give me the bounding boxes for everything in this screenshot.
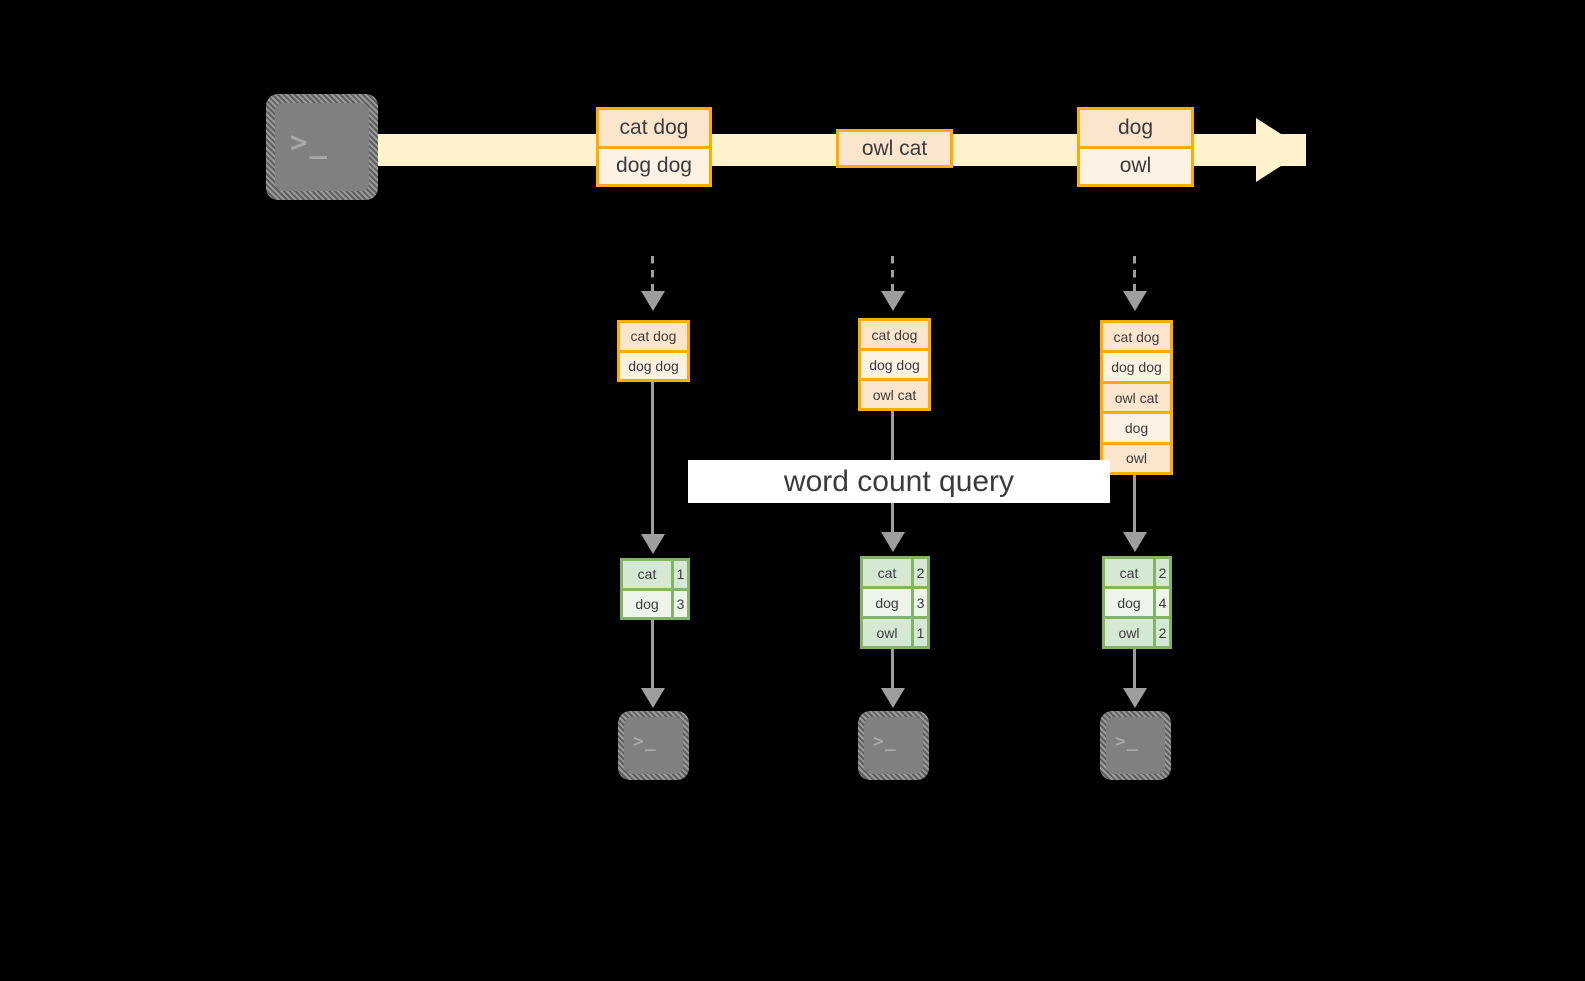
result-word: dog (863, 589, 911, 616)
terminal-screen (1106, 717, 1165, 774)
result-word: cat (1105, 559, 1153, 586)
trigger-1-input-stack[interactable]: cat dog dog dog (617, 320, 690, 382)
stream-event-line: cat dog (599, 110, 709, 146)
result-word: dog (623, 590, 671, 617)
result-row: owl 2 (1105, 616, 1169, 646)
trigger-3-dashed-connector (1133, 256, 1136, 294)
result-word: cat (623, 561, 671, 588)
trigger-2-dashed-arrowhead (881, 291, 905, 311)
trigger-1-sink-arrowhead (641, 688, 665, 708)
result-word: dog (1105, 589, 1153, 616)
result-count: 1 (671, 561, 687, 588)
trigger-3-result-table[interactable]: cat 2 dog 4 owl 2 (1102, 556, 1172, 649)
terminal-prompt-glyph: >_ (633, 731, 657, 752)
terminal-screen (624, 717, 683, 774)
input-line: cat dog (620, 323, 687, 350)
stream-event-group-1[interactable]: cat dog dog dog (596, 107, 712, 187)
stream-event-line: dog (1080, 110, 1191, 146)
result-word: cat (863, 559, 911, 586)
input-line: owl cat (861, 378, 928, 408)
trigger-1-query-arrowhead (641, 534, 665, 554)
trigger-3-query-connector (1133, 475, 1136, 536)
trigger-1-sink-connector (651, 620, 654, 692)
trigger-2-input-stack[interactable]: cat dog dog dog owl cat (858, 318, 931, 411)
result-count: 3 (911, 589, 927, 616)
input-line: dog (1103, 411, 1170, 442)
stream-event-group-2[interactable]: owl cat (836, 129, 953, 168)
source-terminal-icon[interactable]: >_ (266, 94, 378, 200)
trigger-2-dashed-connector (891, 256, 894, 294)
result-row: cat 2 (1105, 559, 1169, 586)
input-line: owl (1103, 441, 1170, 473)
trigger-2-query-arrowhead (881, 532, 905, 552)
trigger-3-sink-terminal-icon[interactable]: >_ (1100, 711, 1171, 780)
result-count: 2 (1153, 619, 1169, 646)
result-row: dog 3 (863, 586, 927, 616)
trigger-1-sink-terminal-icon[interactable]: >_ (618, 711, 689, 780)
trigger-3-input-stack[interactable]: cat dog dog dog owl cat dog owl (1100, 320, 1173, 475)
result-row: dog 3 (623, 587, 687, 617)
trigger-2-result-table[interactable]: cat 2 dog 3 owl 1 (860, 556, 930, 649)
trigger-2-sink-arrowhead (881, 688, 905, 708)
terminal-prompt-glyph: >_ (290, 125, 329, 159)
trigger-2-sink-connector (891, 649, 894, 692)
result-count: 2 (1153, 559, 1169, 586)
input-line: owl cat (1103, 380, 1170, 412)
terminal-prompt-glyph: >_ (1115, 731, 1139, 752)
trigger-2-sink-terminal-icon[interactable]: >_ (858, 711, 929, 780)
stream-arrowhead (1256, 118, 1306, 182)
result-word: owl (1105, 619, 1153, 646)
result-count: 3 (671, 590, 687, 617)
result-row: owl 1 (863, 616, 927, 646)
trigger-1-query-connector (651, 382, 654, 538)
stream-event-line: owl cat (839, 132, 950, 165)
result-count: 1 (911, 619, 927, 646)
result-word: owl (863, 619, 911, 646)
trigger-3-sink-connector (1133, 649, 1136, 692)
stream-event-line: dog dog (599, 145, 709, 184)
trigger-3-query-arrowhead (1123, 532, 1147, 552)
input-line: dog dog (1103, 350, 1170, 381)
input-line: dog dog (620, 349, 687, 379)
terminal-prompt-glyph: >_ (873, 731, 897, 752)
result-row: dog 4 (1105, 586, 1169, 616)
trigger-1-dashed-connector (651, 256, 654, 294)
terminal-screen (864, 717, 923, 774)
input-line: dog dog (861, 348, 928, 378)
trigger-1-dashed-arrowhead (641, 291, 665, 311)
stream-event-group-3[interactable]: dog owl (1077, 107, 1194, 187)
trigger-1-result-table[interactable]: cat 1 dog 3 (620, 558, 690, 620)
trigger-3-sink-arrowhead (1123, 688, 1147, 708)
result-row: cat 2 (863, 559, 927, 586)
input-line: cat dog (1103, 323, 1170, 351)
result-row: cat 1 (623, 561, 687, 588)
terminal-screen (275, 103, 369, 191)
input-line: cat dog (861, 321, 928, 348)
result-count: 4 (1153, 589, 1169, 616)
result-count: 2 (911, 559, 927, 586)
stream-event-line: owl (1080, 145, 1191, 184)
trigger-3-dashed-arrowhead (1123, 291, 1147, 311)
query-label: word count query (688, 460, 1110, 503)
